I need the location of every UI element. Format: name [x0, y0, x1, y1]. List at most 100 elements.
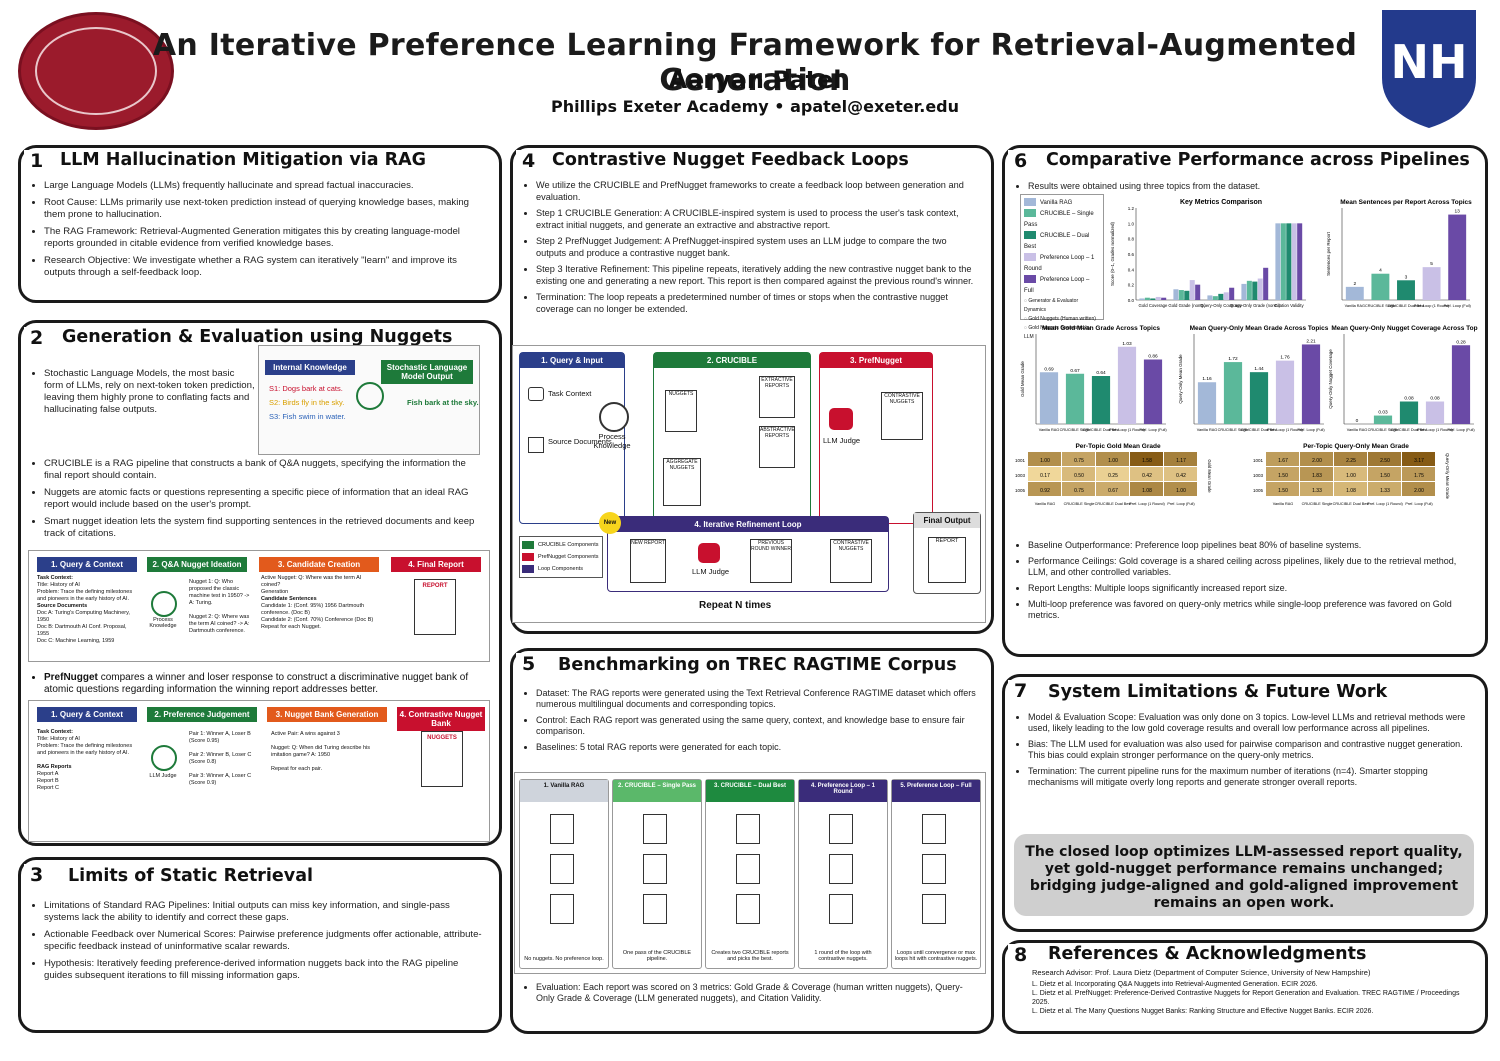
x-tick-label: Citation Validity	[1274, 303, 1304, 308]
statement-1: S1: Dogs bark at cats.	[269, 384, 343, 393]
colorbar-label: Query-Only Mean Grade	[1445, 453, 1450, 500]
bar	[1373, 415, 1393, 424]
pipeline-caption: 1 round of the loop with contrastive nug…	[814, 950, 872, 962]
nuggets-doc-icon: NUGGETS	[421, 731, 463, 787]
repeat-label: Repeat for each Nugget.	[261, 624, 321, 630]
prefnugget-figure: 1. Query & Context 2. Preference Judgeme…	[28, 700, 490, 842]
candidate-line: Candidate 1: (Conf. 95%) 1956 Dartmouth …	[261, 603, 365, 616]
fig3-header-3: 3. Nugget Bank Generation	[267, 707, 387, 722]
legend-icon-label: ◌ Gold Nuggets Generated by LLM	[1024, 325, 1091, 340]
bar	[1275, 360, 1295, 424]
column-label: Pref. Loop (Full)	[1167, 502, 1195, 506]
heatmap-cell	[1028, 467, 1061, 481]
pipeline-caption: Creates two CRUCIBLE reports and picks t…	[711, 950, 789, 962]
x-tick-label: CRUCIBLE Dual Best	[1083, 428, 1121, 432]
bar	[1218, 293, 1224, 300]
bar	[1345, 286, 1364, 300]
cell-value: 1.58	[1142, 458, 1152, 464]
column-label: CRUCIBLE Single	[1064, 502, 1095, 506]
column-label: Pref. Loop (1 Round)	[1367, 502, 1403, 506]
chat-icon	[528, 387, 544, 401]
bar	[1065, 373, 1085, 424]
pipeline-title: 3. CRUCIBLE – Dual Best	[706, 780, 794, 802]
x-tick-label: Pref. Loop (Full)	[1447, 428, 1475, 432]
report-icon: REPORT	[414, 579, 456, 635]
fig3-bank: Active Pair: A wins against 3 Nugget: Q:…	[271, 731, 385, 773]
panel-5-title: Benchmarking on TREC RAGTIME Corpus	[558, 655, 957, 675]
poster-title: An Iterative Preference Learning Framewo…	[152, 28, 1358, 98]
task-context-label: Task Context	[548, 389, 592, 398]
crucible-figure: 1. Query & Context 2. Q&A Nugget Ideatio…	[28, 550, 490, 662]
x-tick-label: Query-Only Grade (norm.)	[1230, 303, 1281, 308]
panel-6-bullet: Report Lengths: Multiple loops significa…	[1028, 583, 1474, 594]
document-icon	[736, 894, 760, 924]
cell-value: 2.50	[1380, 458, 1390, 464]
cell-value: 1.00	[1346, 473, 1356, 479]
performance-charts: Key Metrics Comparison0.00.20.40.60.81.0…	[1110, 199, 1472, 308]
cell-value: 1.08	[1142, 488, 1152, 494]
internal-knowledge-header: Internal Knowledge	[265, 360, 355, 375]
row-label: 1005	[1253, 488, 1264, 493]
panel-5-bullet: Control: Each RAG report was generated u…	[536, 715, 977, 737]
x-tick-label: Vanilla RAG	[1345, 304, 1365, 308]
contrastive-nuggets-icon: CONTRASTIVE NUGGETS	[881, 392, 923, 440]
heatmap-cell	[1062, 467, 1095, 481]
pair-line: Pair 2: Winner B, Loser C (Score 0.8)	[189, 752, 252, 765]
query-input-box: 1. Query & Input Task Context Source Doc…	[519, 352, 625, 524]
x-tick-label: CRUCIBLE Single	[1365, 304, 1396, 308]
gold-heatmap-title: Per-Topic Gold Mean Grade	[1075, 443, 1161, 450]
bar	[1249, 372, 1269, 424]
x-tick-label: CRUCIBLE Dual Best	[1391, 428, 1429, 432]
panel-4-bullet: Step 3 Iterative Refinement: This pipeli…	[536, 264, 977, 287]
panel-1	[18, 145, 502, 303]
data-label: 0.28	[1456, 339, 1466, 345]
heatmap-cell	[1062, 482, 1095, 496]
cell-value: 0.50	[1074, 473, 1084, 479]
row-label: 1001	[1253, 458, 1264, 463]
cell-value: 0.92	[1040, 488, 1050, 494]
panel-3-bullet: Limitations of Standard RAG Pipelines: I…	[44, 900, 485, 924]
y-tick-label: 0.2	[1128, 283, 1135, 288]
unh-shield-logo: NH	[1382, 10, 1476, 128]
legend-label: Vanilla RAG	[1040, 200, 1073, 206]
heatmap-cell	[1334, 482, 1367, 496]
repeat-n-times: Repeat N times	[699, 600, 772, 611]
y-tick-label: 0.6	[1128, 252, 1135, 257]
column-label: CRUCIBLE Dual Best	[1095, 502, 1133, 506]
panel-3-body: Limitations of Standard RAG Pipelines: I…	[30, 900, 485, 987]
row-label: 1005	[1015, 488, 1026, 493]
y-tick-label: 0.8	[1128, 237, 1135, 242]
process-knowledge-label: Process Knowledge	[593, 432, 631, 450]
x-tick-label: Pref. Loop (Full)	[1139, 428, 1167, 432]
panel-3-title: Limits of Static Retrieval	[68, 866, 314, 886]
heatmap-cell	[1402, 482, 1435, 496]
panel-6-bullet: Baseline Outperformance: Preference loop…	[1028, 540, 1474, 551]
panel-2-bullet: CRUCIBLE is a RAG pipeline that construc…	[44, 458, 480, 482]
fig3-header-2: 2. Preference Judgement	[147, 707, 257, 722]
x-tick-label: Vanilla RAG	[1039, 428, 1059, 432]
pipeline-title: 5. Preference Loop – Full	[892, 780, 980, 802]
document-icon	[643, 894, 667, 924]
contrastive-nuggets-icon: CONTRASTIVE NUGGETS	[830, 539, 872, 583]
bar	[1039, 372, 1059, 424]
cell-value: 1.50	[1380, 473, 1390, 479]
bar	[1178, 290, 1184, 300]
doc-line: Doc B: Dartmouth AI Conf. Proposal, 1955	[37, 624, 127, 637]
key-takeaway-callout: The closed loop optimizes LLM-assessed r…	[1014, 834, 1474, 916]
final-report-icon: REPORT	[928, 537, 966, 583]
document-icon	[922, 854, 946, 884]
data-label: 1.03	[1122, 341, 1132, 347]
heatmap-cell	[1300, 482, 1333, 496]
panel-2-bullet-a: Stochastic Language Models, the most bas…	[30, 368, 255, 421]
document-icon	[829, 814, 853, 844]
generation-label: Generation	[261, 589, 289, 595]
new-badge: New	[599, 512, 621, 534]
references-list: L. Dietz et al. Incorporating Q&A Nugget…	[1032, 980, 1472, 1016]
data-label: 0.64	[1096, 370, 1106, 376]
bar	[1451, 345, 1471, 424]
loop-header-4: 4. Iterative Refinement Loop	[608, 517, 888, 532]
cell-value: 1.33	[1380, 488, 1390, 494]
extractive-reports-icon: EXTRACTIVE REPORTS	[759, 376, 795, 418]
